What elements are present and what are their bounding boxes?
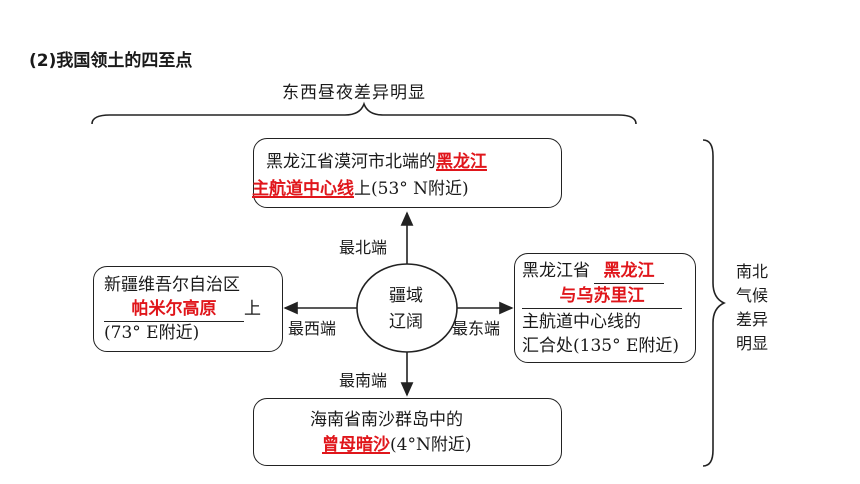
north-answer-2: 主航道中心线 (252, 179, 354, 199)
east-line-2: 与乌苏里江 (522, 284, 682, 309)
north-prefix: 黑龙江省漠河市北端的 (266, 152, 436, 172)
east-line-1: 黑龙江省黑龙江 (522, 259, 664, 284)
east-line-4: 汇合处(135° E附近) (522, 336, 680, 356)
center-line-2: 辽阔 (389, 312, 423, 332)
side-brace-label: 南北 气候 差异 明显 (730, 260, 774, 356)
west-box (93, 266, 283, 352)
west-suffix: 上 (244, 299, 261, 319)
north-line-1: 黑龙江省漠河市北端的黑龙江 (266, 150, 487, 174)
east-answer-1: 黑龙江 (603, 261, 655, 281)
north-answer-1: 黑龙江 (436, 152, 487, 172)
north-box (253, 138, 562, 208)
center-line-1: 疆域 (389, 286, 423, 306)
label-south: 最南端 (339, 371, 388, 390)
south-answer: 曾母暗沙 (322, 435, 390, 455)
west-answer: 帕米尔高原 (131, 299, 217, 319)
top-brace (91, 101, 637, 125)
north-line-2: 主航道中心线上(53° N附近) (252, 177, 469, 201)
south-box (253, 398, 562, 466)
west-line-2: 帕米尔高原 上 (104, 297, 261, 322)
south-suffix: (4°N附近) (390, 435, 472, 455)
south-line-1: 海南省南沙群岛中的 (310, 410, 463, 430)
side-line-1: 南北 (735, 262, 768, 281)
west-blank: 帕米尔高原 (104, 297, 244, 322)
side-line-4: 明显 (735, 334, 768, 353)
label-east: 最东端 (452, 319, 501, 338)
label-west: 最西端 (288, 319, 337, 338)
north-suffix: 上(53° N附近) (354, 179, 469, 199)
center-label: 疆域 辽阔 (370, 283, 442, 335)
section-heading: (2)我国领土的四至点 (29, 51, 193, 71)
top-brace-label: 东西昼夜差异明显 (282, 83, 426, 103)
east-prefix: 黑龙江省 (522, 261, 590, 281)
east-answer-2: 与乌苏里江 (559, 286, 645, 306)
west-line-3: (73° E附近) (104, 323, 200, 343)
south-line-2: 曾母暗沙(4°N附近) (322, 433, 471, 457)
east-line-3: 主航道中心线的 (522, 312, 641, 332)
side-line-2: 气候 (735, 286, 768, 305)
side-line-3: 差异 (735, 310, 768, 329)
east-blank-1: 黑龙江 (594, 259, 664, 284)
west-line-1: 新疆维吾尔自治区 (104, 275, 240, 295)
side-brace (702, 139, 726, 467)
label-north: 最北端 (339, 238, 388, 257)
east-blank-2: 与乌苏里江 (522, 284, 682, 309)
